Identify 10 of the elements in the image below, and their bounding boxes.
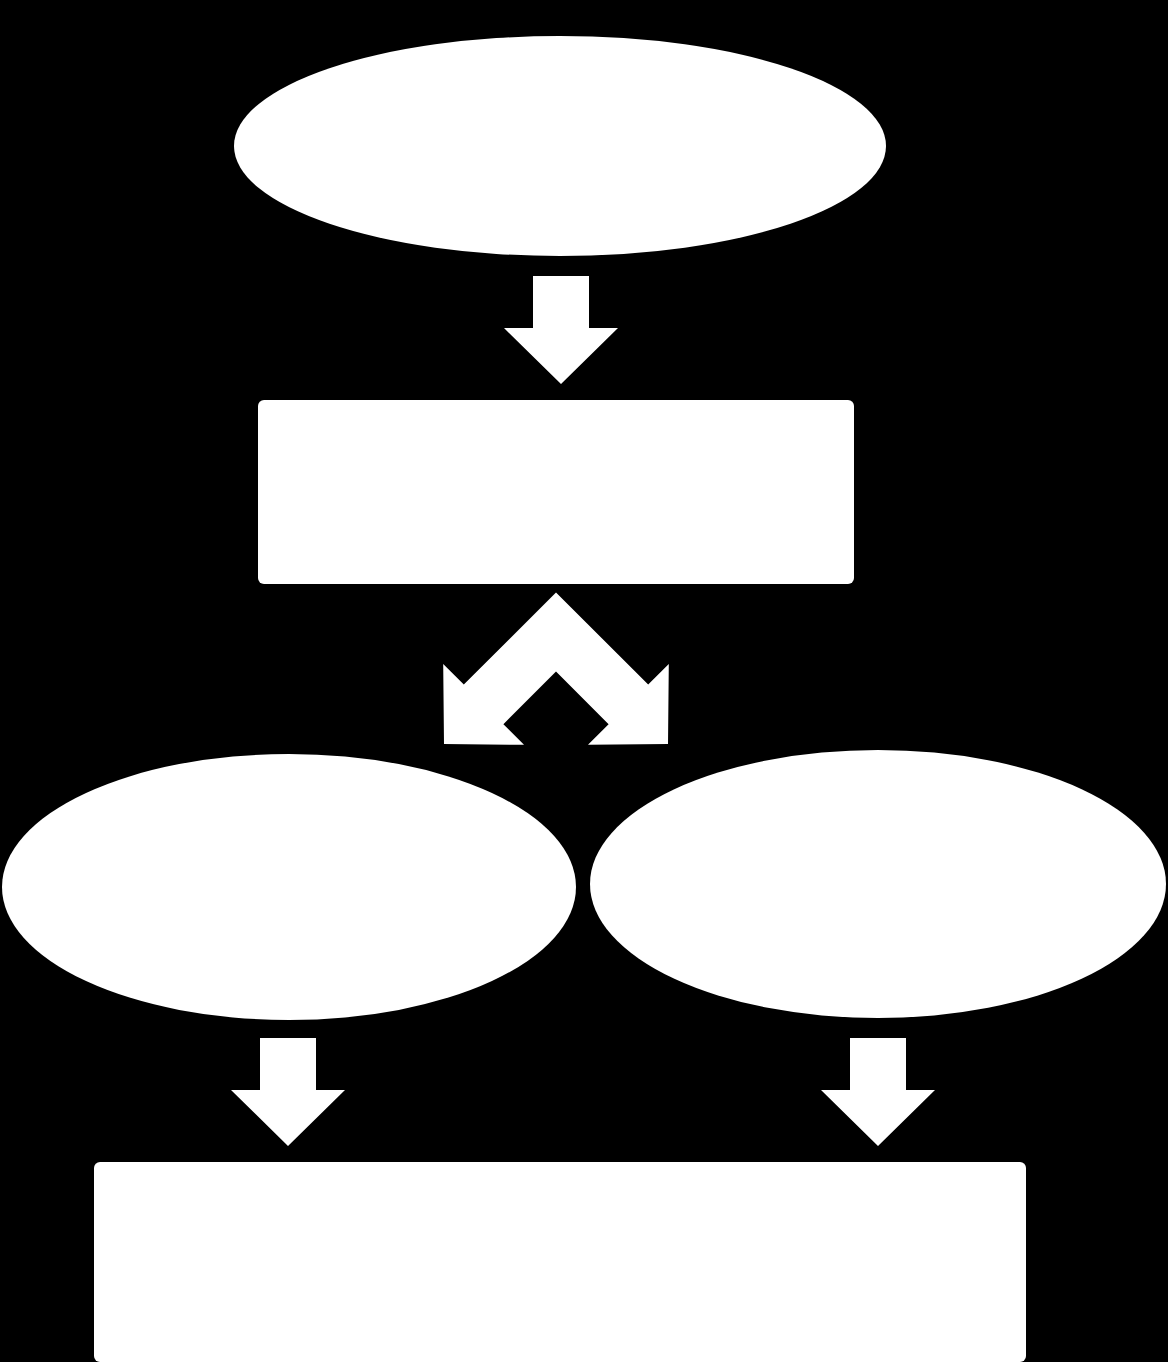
rectangle-node <box>258 400 854 584</box>
block-arrow <box>231 1038 345 1146</box>
ellipse-node <box>2 754 576 1020</box>
block-arrow <box>821 1038 935 1146</box>
block-arrow <box>443 592 556 745</box>
ellipse-node <box>590 750 1166 1018</box>
block-arrow <box>504 276 618 384</box>
rectangle-node <box>94 1162 1026 1362</box>
ellipse-node <box>234 36 886 256</box>
block-arrow <box>556 592 669 745</box>
